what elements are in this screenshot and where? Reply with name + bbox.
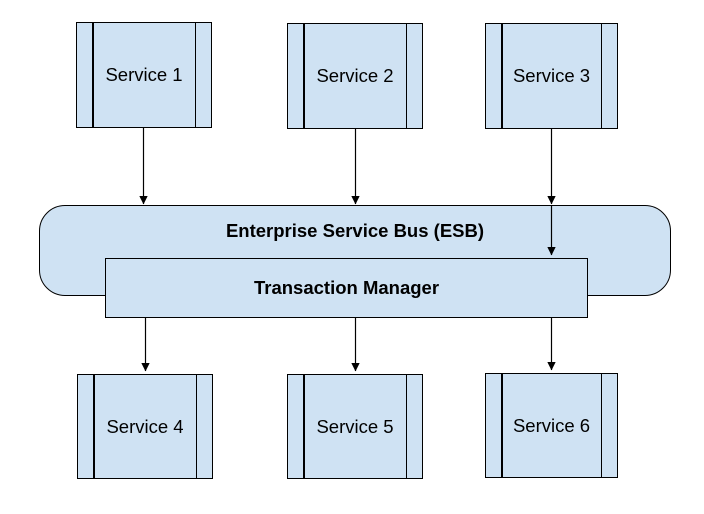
service6-node: Service 6 bbox=[485, 373, 618, 478]
component-bar-right-icon bbox=[405, 375, 407, 478]
esb-label: Enterprise Service Bus (ESB) bbox=[225, 220, 485, 241]
component-bar-left-icon bbox=[93, 375, 95, 478]
transaction-manager-node: Transaction Manager bbox=[105, 258, 588, 318]
service3-label: Service 3 bbox=[512, 65, 591, 86]
component-bar-right-icon bbox=[194, 23, 196, 127]
transaction-manager-label: Transaction Manager bbox=[253, 277, 440, 298]
service1-node: Service 1 bbox=[76, 22, 212, 128]
service4-node: Service 4 bbox=[77, 374, 213, 479]
component-bar-left-icon bbox=[303, 24, 305, 128]
service1-label: Service 1 bbox=[105, 64, 183, 85]
component-bar-left-icon bbox=[92, 23, 94, 127]
component-bar-right-icon bbox=[600, 374, 602, 477]
component-bar-right-icon bbox=[405, 24, 407, 128]
service5-label: Service 5 bbox=[316, 415, 394, 437]
service3-node: Service 3 bbox=[485, 23, 618, 129]
component-bar-left-icon bbox=[303, 375, 305, 478]
component-bar-right-icon bbox=[195, 375, 197, 478]
component-bar-left-icon bbox=[501, 374, 503, 477]
service6-label: Service 6 bbox=[512, 414, 591, 436]
component-bar-left-icon bbox=[501, 24, 503, 128]
service5-node: Service 5 bbox=[287, 374, 423, 479]
service4-label: Service 4 bbox=[106, 415, 184, 437]
component-bar-right-icon bbox=[600, 24, 602, 128]
service2-node: Service 2 bbox=[287, 23, 423, 129]
service2-label: Service 2 bbox=[316, 65, 394, 86]
